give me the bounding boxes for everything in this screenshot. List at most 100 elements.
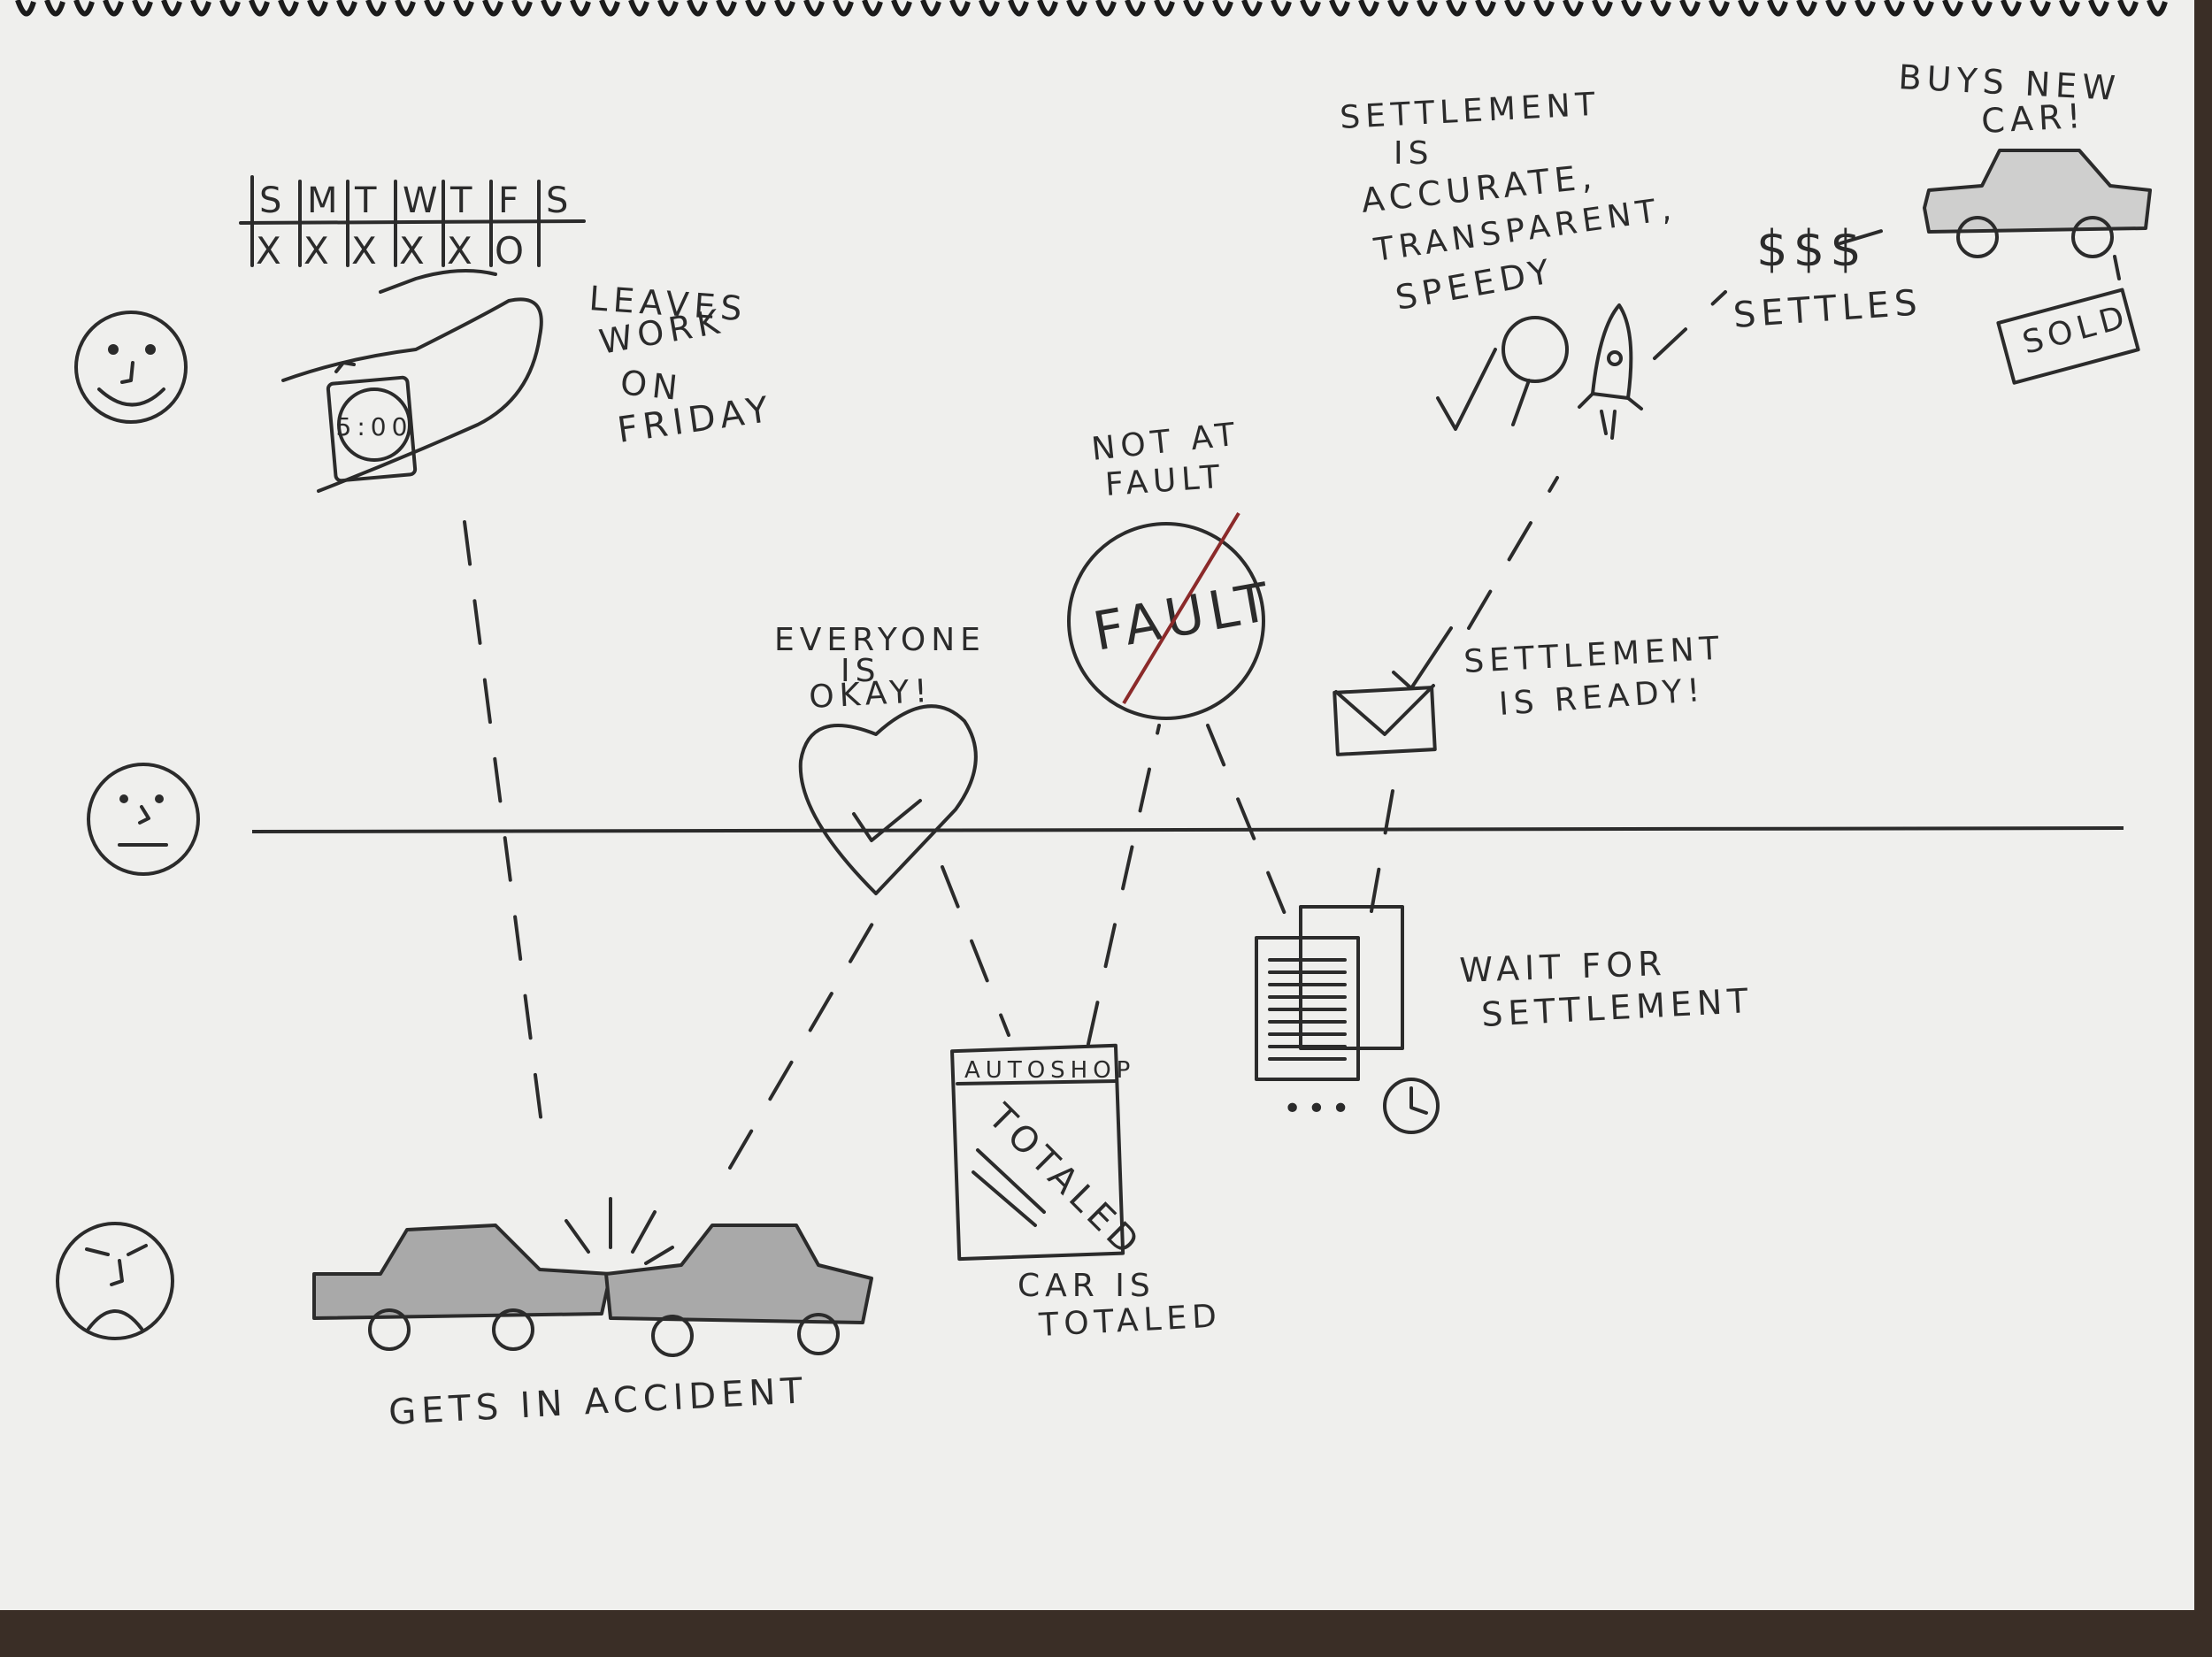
spiral-coil <box>1329 0 1350 17</box>
spiral-coil <box>803 0 825 17</box>
watch-time: 5:00 <box>336 412 413 441</box>
spiral-coil <box>541 0 562 17</box>
calendar-day-4: T <box>449 180 477 221</box>
spiral-coil <box>1504 0 1525 17</box>
spiral-coil <box>716 0 737 17</box>
spiral-coil <box>161 0 182 17</box>
spiral-coil <box>1825 0 1847 17</box>
spiral-binding <box>15 0 2168 17</box>
spiral-coil <box>1796 0 1817 17</box>
spiral-coil <box>1008 0 1029 17</box>
calendar-mark-3: X <box>399 229 430 272</box>
sad-face-icon <box>56 1222 174 1340</box>
spiral-coil <box>1738 0 1759 17</box>
label-buys-new-car-1: CAR! <box>1980 96 2086 141</box>
spiral-coil <box>2088 0 2109 17</box>
spiral-coil <box>1300 0 1321 17</box>
spiral-coil <box>336 0 357 17</box>
ellipsis: ••• <box>1283 1091 1356 1127</box>
spiral-coil <box>833 0 854 17</box>
spiral-coil <box>1533 0 1555 17</box>
spiral-coil <box>395 0 416 17</box>
spiral-coil <box>657 0 679 17</box>
spiral-coil <box>2001 0 2022 17</box>
spiral-coil <box>1271 0 1292 17</box>
autoshop-header: AUTOSHOP <box>964 1057 1135 1084</box>
spiral-coil <box>1621 0 1642 17</box>
spiral-coil <box>103 0 124 17</box>
accident-cars-icon <box>312 1197 873 1357</box>
calendar-mark-2: X <box>351 229 382 272</box>
spiral-coil <box>1387 0 1409 17</box>
spiral-coil <box>979 0 1000 17</box>
spiral-coil <box>1563 0 1584 17</box>
calendar-mark-4: X <box>447 229 478 272</box>
spiral-coil <box>1650 0 1671 17</box>
neutral-face-icon <box>87 763 200 876</box>
label-everyone-okay-1: IS <box>841 653 880 689</box>
calendar-day-0: S <box>259 180 287 221</box>
calendar-mark-0: X <box>256 229 287 272</box>
calendar-mark-1: X <box>303 229 334 272</box>
spiral-coil <box>249 0 270 17</box>
label-not-at-fault-1: FAULT <box>1104 459 1226 503</box>
spiral-coil <box>1125 0 1146 17</box>
spiral-coil <box>1095 0 1117 17</box>
spiral-coil <box>2030 0 2051 17</box>
spiral-coil <box>920 0 941 17</box>
spiral-coil <box>2147 0 2168 17</box>
calendar-day-5: F <box>498 180 524 221</box>
spiral-coil <box>132 0 153 17</box>
label-dollars: $$$ <box>1756 220 1867 278</box>
calendar-day-3: W <box>403 180 443 221</box>
spiral-coil <box>1037 0 1058 17</box>
spiral-coil <box>2059 0 2080 17</box>
spiral-coil <box>365 0 387 17</box>
calendar-mark-5: O <box>495 229 529 272</box>
spiral-coil <box>307 0 328 17</box>
spiral-coil <box>1154 0 1175 17</box>
spiral-coil <box>1358 0 1379 17</box>
spiral-coil <box>278 0 299 17</box>
calendar-day-1: M <box>307 180 343 221</box>
happy-face-icon <box>74 311 188 424</box>
spiral-coil <box>1183 0 1204 17</box>
spiral-coil <box>1212 0 1233 17</box>
spiral-coil <box>628 0 649 17</box>
spiral-coil <box>745 0 766 17</box>
spiral-coil <box>482 0 503 17</box>
spiral-coil <box>1767 0 1788 17</box>
spiral-coil <box>2117 0 2139 17</box>
spiral-coil <box>219 0 241 17</box>
spiral-coil <box>1592 0 1613 17</box>
spiral-coil <box>1884 0 1905 17</box>
spiral-coil <box>1475 0 1496 17</box>
spiral-coil <box>1913 0 1934 17</box>
spiral-coil <box>1855 0 1876 17</box>
spiral-coil <box>1446 0 1467 17</box>
journey-path <box>463 228 1886 1170</box>
heart-check-icon <box>798 704 978 895</box>
label-wait-settlement-0: WAIT FOR <box>1459 944 1668 990</box>
label-everyone-okay-2: OKAY! <box>808 673 933 716</box>
spiral-coil <box>1417 0 1438 17</box>
hand-watch-icon: 5:00 <box>281 269 543 493</box>
spiral-coil <box>1679 0 1701 17</box>
spiral-coil <box>453 0 474 17</box>
rocket-icon <box>1578 303 1643 440</box>
spiral-coil <box>73 0 95 17</box>
spiral-coil <box>774 0 795 17</box>
magnifier-icon <box>1502 316 1569 426</box>
label-car-totaled-0: CAR IS <box>1018 1268 1156 1304</box>
spiral-coil <box>1241 0 1263 17</box>
neutral-baseline <box>251 826 2124 833</box>
label-settlement-quality-1: IS <box>1394 135 1433 172</box>
spiral-coil <box>190 0 211 17</box>
spiral-coil <box>424 0 445 17</box>
spiral-coil <box>44 0 65 17</box>
new-car-icon <box>1923 149 2152 280</box>
label-everyone-okay-0: EVERYONE <box>774 622 986 658</box>
calendar-day-6: S <box>546 180 573 221</box>
